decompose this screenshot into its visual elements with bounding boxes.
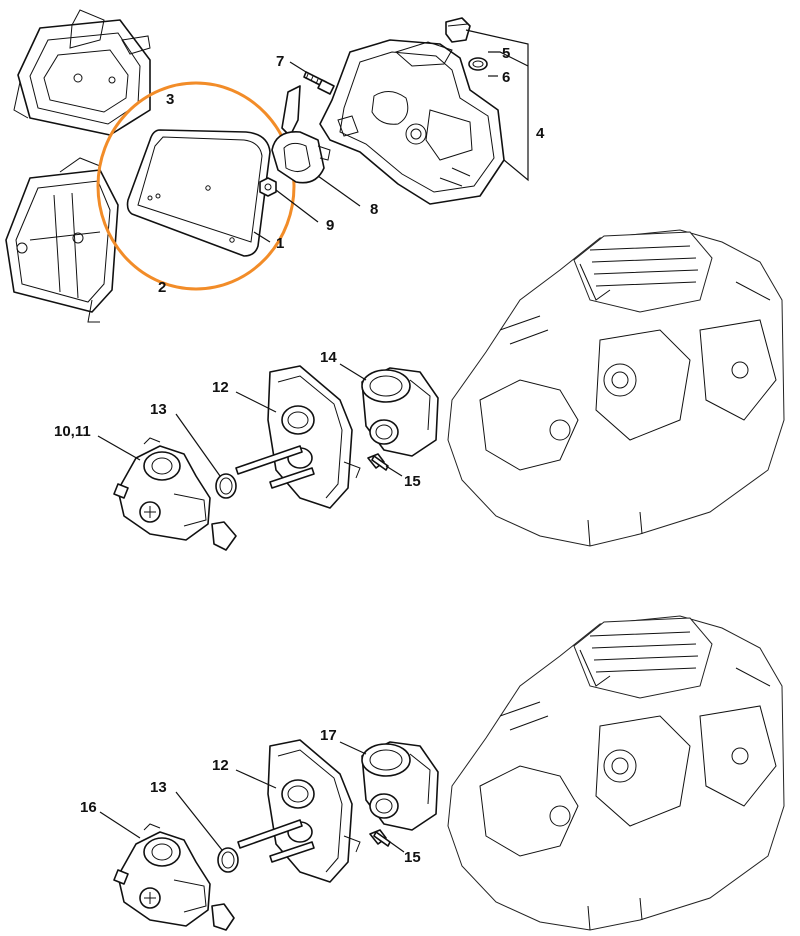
- label-13-top: 13: [150, 401, 167, 418]
- part-2-filter-basket[interactable]: [5, 157, 119, 323]
- label-12-bottom: 12: [212, 757, 229, 774]
- label-7: 7: [276, 53, 284, 70]
- label-1: 1: [276, 235, 284, 252]
- part-13-gasket-top[interactable]: [215, 473, 237, 499]
- part-labels: 3 7 5 6 4 8 9 1 2 10,11 13 12 14 15 16 1…: [54, 45, 545, 866]
- label-16: 16: [80, 799, 97, 816]
- part-1-filter-plate[interactable]: [126, 129, 271, 257]
- label-10-11: 10,11: [54, 423, 91, 440]
- leader-lines: [97, 29, 529, 853]
- part-12-flange-top[interactable]: [235, 365, 361, 509]
- engine-block-top: [447, 229, 785, 547]
- part-7-screw[interactable]: [303, 71, 335, 95]
- part-3-filter-cover[interactable]: [13, 9, 151, 136]
- label-13-bottom: 13: [150, 779, 167, 796]
- label-17: 17: [320, 727, 337, 744]
- label-14: 14: [320, 349, 337, 366]
- label-9: 9: [326, 217, 334, 234]
- part-12-flange-bottom[interactable]: [237, 739, 361, 883]
- part-9-nut[interactable]: [259, 177, 277, 197]
- part-13-gasket-bottom[interactable]: [217, 847, 239, 873]
- part-4-shroud[interactable]: [319, 39, 505, 205]
- part-5-cap[interactable]: [445, 17, 471, 43]
- label-12-top: 12: [212, 379, 229, 396]
- label-4: 4: [536, 125, 545, 142]
- label-5: 5: [502, 45, 510, 62]
- part-8-choke-lever[interactable]: [271, 85, 331, 184]
- part-6-o-ring[interactable]: [468, 57, 488, 71]
- engine-block-bottom: [447, 615, 785, 931]
- label-8: 8: [370, 201, 378, 218]
- part-10-11-carburetor[interactable]: [113, 437, 237, 551]
- part-17-intake-manifold[interactable]: [361, 741, 439, 831]
- label-2: 2: [158, 279, 166, 296]
- label-15-top: 15: [404, 473, 421, 490]
- label-3: 3: [166, 91, 174, 108]
- highlight-circle: [96, 81, 296, 291]
- part-14-intake-manifold[interactable]: [361, 367, 439, 457]
- part-15-screw-top[interactable]: [367, 453, 389, 471]
- part-16-carburetor[interactable]: [113, 823, 235, 931]
- label-6: 6: [502, 69, 510, 86]
- label-15-bottom: 15: [404, 849, 421, 866]
- part-15-screw-bottom[interactable]: [369, 829, 391, 847]
